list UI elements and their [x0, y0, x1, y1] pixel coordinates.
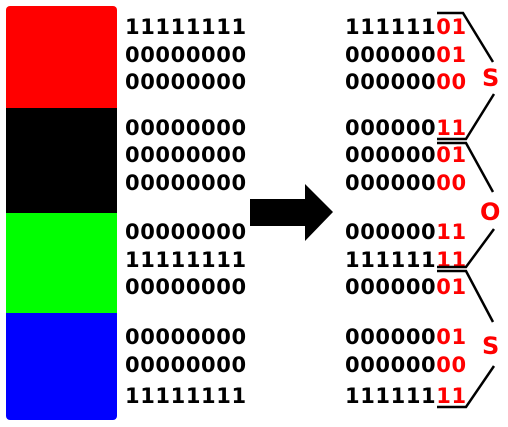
bracket-o-bottom [437, 228, 496, 269]
lsb-bits: 01 [436, 275, 467, 299]
encoded-byte-2: 00000001 [345, 43, 467, 67]
right-arrow-icon [250, 184, 333, 241]
encoded-byte-10: 00000001 [345, 325, 467, 349]
encoded-byte-6: 00000000 [345, 171, 467, 195]
lsb-bits: 11 [436, 384, 467, 408]
lsb-bits: 11 [436, 248, 467, 272]
bracket-lines [437, 11, 496, 409]
encoded-byte-11: 00000000 [345, 353, 467, 377]
original-byte-2: 00000000 [125, 43, 247, 67]
decoded-letter-s-1: S [482, 64, 500, 92]
lsb-bits: 01 [436, 143, 467, 167]
original-byte-1: 11111111 [125, 15, 247, 39]
decoded-letter-s-2: S [482, 332, 500, 360]
red-pixel-swatch [6, 6, 117, 108]
bracket-s2-bottom [437, 365, 496, 409]
original-byte-8: 11111111 [125, 248, 247, 272]
bracket-s1-bottom [437, 93, 496, 141]
original-byte-7: 00000000 [125, 220, 247, 244]
encoded-byte-5: 00000001 [345, 143, 467, 167]
decoded-letter-o: O [480, 198, 501, 226]
original-byte-12: 11111111 [125, 384, 247, 408]
original-byte-4: 00000000 [125, 116, 247, 140]
lsb-bits: 00 [436, 171, 467, 195]
encoded-byte-3: 00000000 [345, 70, 467, 94]
blue-pixel-swatch [6, 313, 117, 420]
bracket-s2-top [437, 269, 495, 323]
encoded-byte-7: 00000011 [345, 220, 467, 244]
encoded-byte-1: 11111101 [345, 15, 467, 39]
original-byte-6: 00000000 [125, 171, 247, 195]
encoded-byte-12: 11111111 [345, 384, 467, 408]
lsb-bits: 11 [436, 116, 467, 140]
encoded-byte-4: 00000011 [345, 116, 467, 140]
original-byte-5: 00000000 [125, 143, 247, 167]
green-pixel-swatch [6, 213, 117, 313]
original-byte-10: 00000000 [125, 325, 247, 349]
lsb-bits: 00 [436, 353, 467, 377]
encoded-byte-8: 11111111 [345, 248, 467, 272]
lsb-bits: 01 [436, 325, 467, 349]
lsb-bits: 01 [436, 15, 467, 39]
lsb-bits: 00 [436, 70, 467, 94]
bracket-o-top [437, 141, 495, 193]
black-pixel-swatch [6, 108, 117, 213]
original-byte-9: 00000000 [125, 275, 247, 299]
lsb-bits: 11 [436, 220, 467, 244]
original-byte-11: 00000000 [125, 353, 247, 377]
bracket-s1-top [437, 11, 495, 63]
original-byte-3: 00000000 [125, 70, 247, 94]
encoded-byte-9: 00000001 [345, 275, 467, 299]
lsb-bits: 01 [436, 43, 467, 67]
